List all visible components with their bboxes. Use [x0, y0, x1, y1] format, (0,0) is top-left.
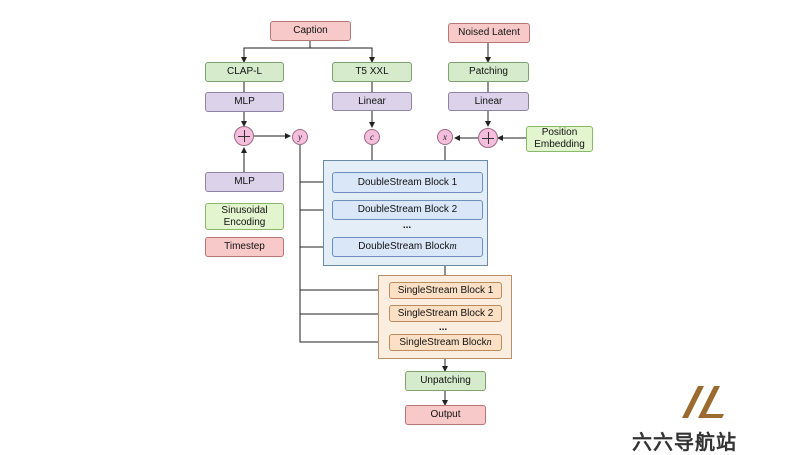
doublestream-block-1: DoubleStream Block 1 [332, 172, 483, 193]
singlestream-ellipsis: ... [438, 322, 448, 333]
doublestream-block-2: DoubleStream Block 2 [332, 200, 483, 220]
patching-box: Patching [448, 62, 529, 82]
mlp-top-box: MLP [205, 92, 284, 112]
clap-l-box: CLAP-L [205, 62, 284, 82]
doublestream-ellipsis: ... [402, 220, 412, 231]
singlestream-block-n-label: SingleStream Block [399, 336, 487, 348]
c-variable-node: c [364, 129, 380, 145]
singlestream-block-2: SingleStream Block 2 [389, 305, 502, 322]
add-position-node [478, 128, 498, 148]
caption-box: Caption [270, 21, 351, 41]
doublestream-block-m-label: DoubleStream Block [358, 241, 450, 252]
timestep-box: Timestep [205, 237, 284, 257]
watermark-text: 六六导航站 [632, 430, 737, 454]
x-variable-node: x [437, 129, 453, 145]
mlp-bottom-box: MLP [205, 172, 284, 192]
doublestream-block-m: DoubleStream Block m [332, 237, 483, 257]
linear-text-box: Linear [332, 92, 412, 111]
position-embedding-box: Position Embedding [526, 126, 593, 152]
add-timestep-node [234, 126, 254, 146]
noised-latent-box: Noised Latent [448, 23, 530, 43]
linear-latent-box: Linear [448, 92, 529, 111]
unpatching-box: Unpatching [405, 371, 486, 391]
singlestream-block-1: SingleStream Block 1 [389, 282, 502, 299]
output-box: Output [405, 405, 486, 425]
sinusoidal-encoding-box: Sinusoidal Encoding [205, 203, 284, 230]
t5-xxl-box: T5 XXL [332, 62, 412, 82]
block-n-symbol: n [486, 336, 492, 348]
y-variable-node: y [292, 129, 308, 145]
block-m-symbol: m [449, 241, 457, 252]
singlestream-block-n: SingleStream Block n [389, 334, 502, 351]
watermark-logo-icon [682, 386, 724, 418]
